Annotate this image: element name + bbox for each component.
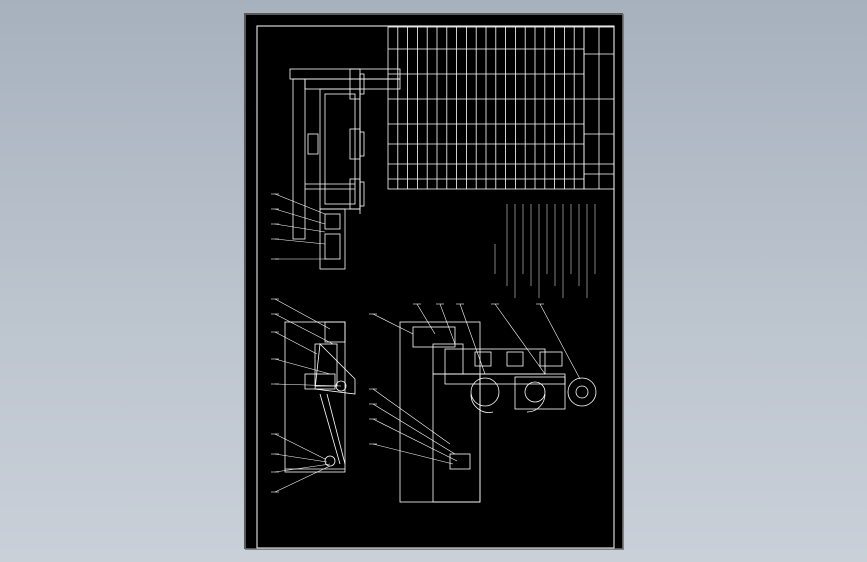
leader-line — [459, 303, 486, 375]
leader-line — [274, 298, 331, 330]
leader-line — [274, 331, 318, 355]
technical-notes — [494, 204, 596, 298]
leader-line — [274, 193, 326, 215]
leader-line — [274, 383, 342, 387]
leader-line — [372, 443, 454, 465]
leader-line — [539, 303, 581, 380]
top-view-assembly — [289, 68, 401, 270]
side-view-assembly — [284, 321, 356, 473]
leader-line — [416, 303, 436, 335]
leader-line — [372, 388, 451, 445]
title-block — [583, 26, 615, 190]
sheet-frame — [245, 14, 624, 550]
leader-line — [274, 223, 326, 233]
leader-line — [274, 465, 331, 493]
leader-line — [494, 303, 546, 375]
leader-line — [372, 313, 414, 335]
leader-line — [274, 208, 326, 225]
leader-line — [439, 303, 456, 345]
leader-lines — [271, 193, 581, 493]
drawing-sheet — [244, 13, 624, 550]
parts-list-table — [387, 26, 585, 190]
leader-line — [274, 313, 334, 345]
front-view-assembly — [399, 321, 597, 503]
leader-line — [274, 433, 326, 460]
leader-line — [274, 238, 326, 245]
leader-line — [274, 453, 328, 463]
drawing-border — [256, 25, 615, 549]
leader-line — [372, 403, 456, 455]
leader-line — [274, 463, 331, 473]
leader-line — [274, 358, 331, 375]
cad-drawing — [245, 14, 624, 550]
leader-line — [372, 418, 458, 462]
